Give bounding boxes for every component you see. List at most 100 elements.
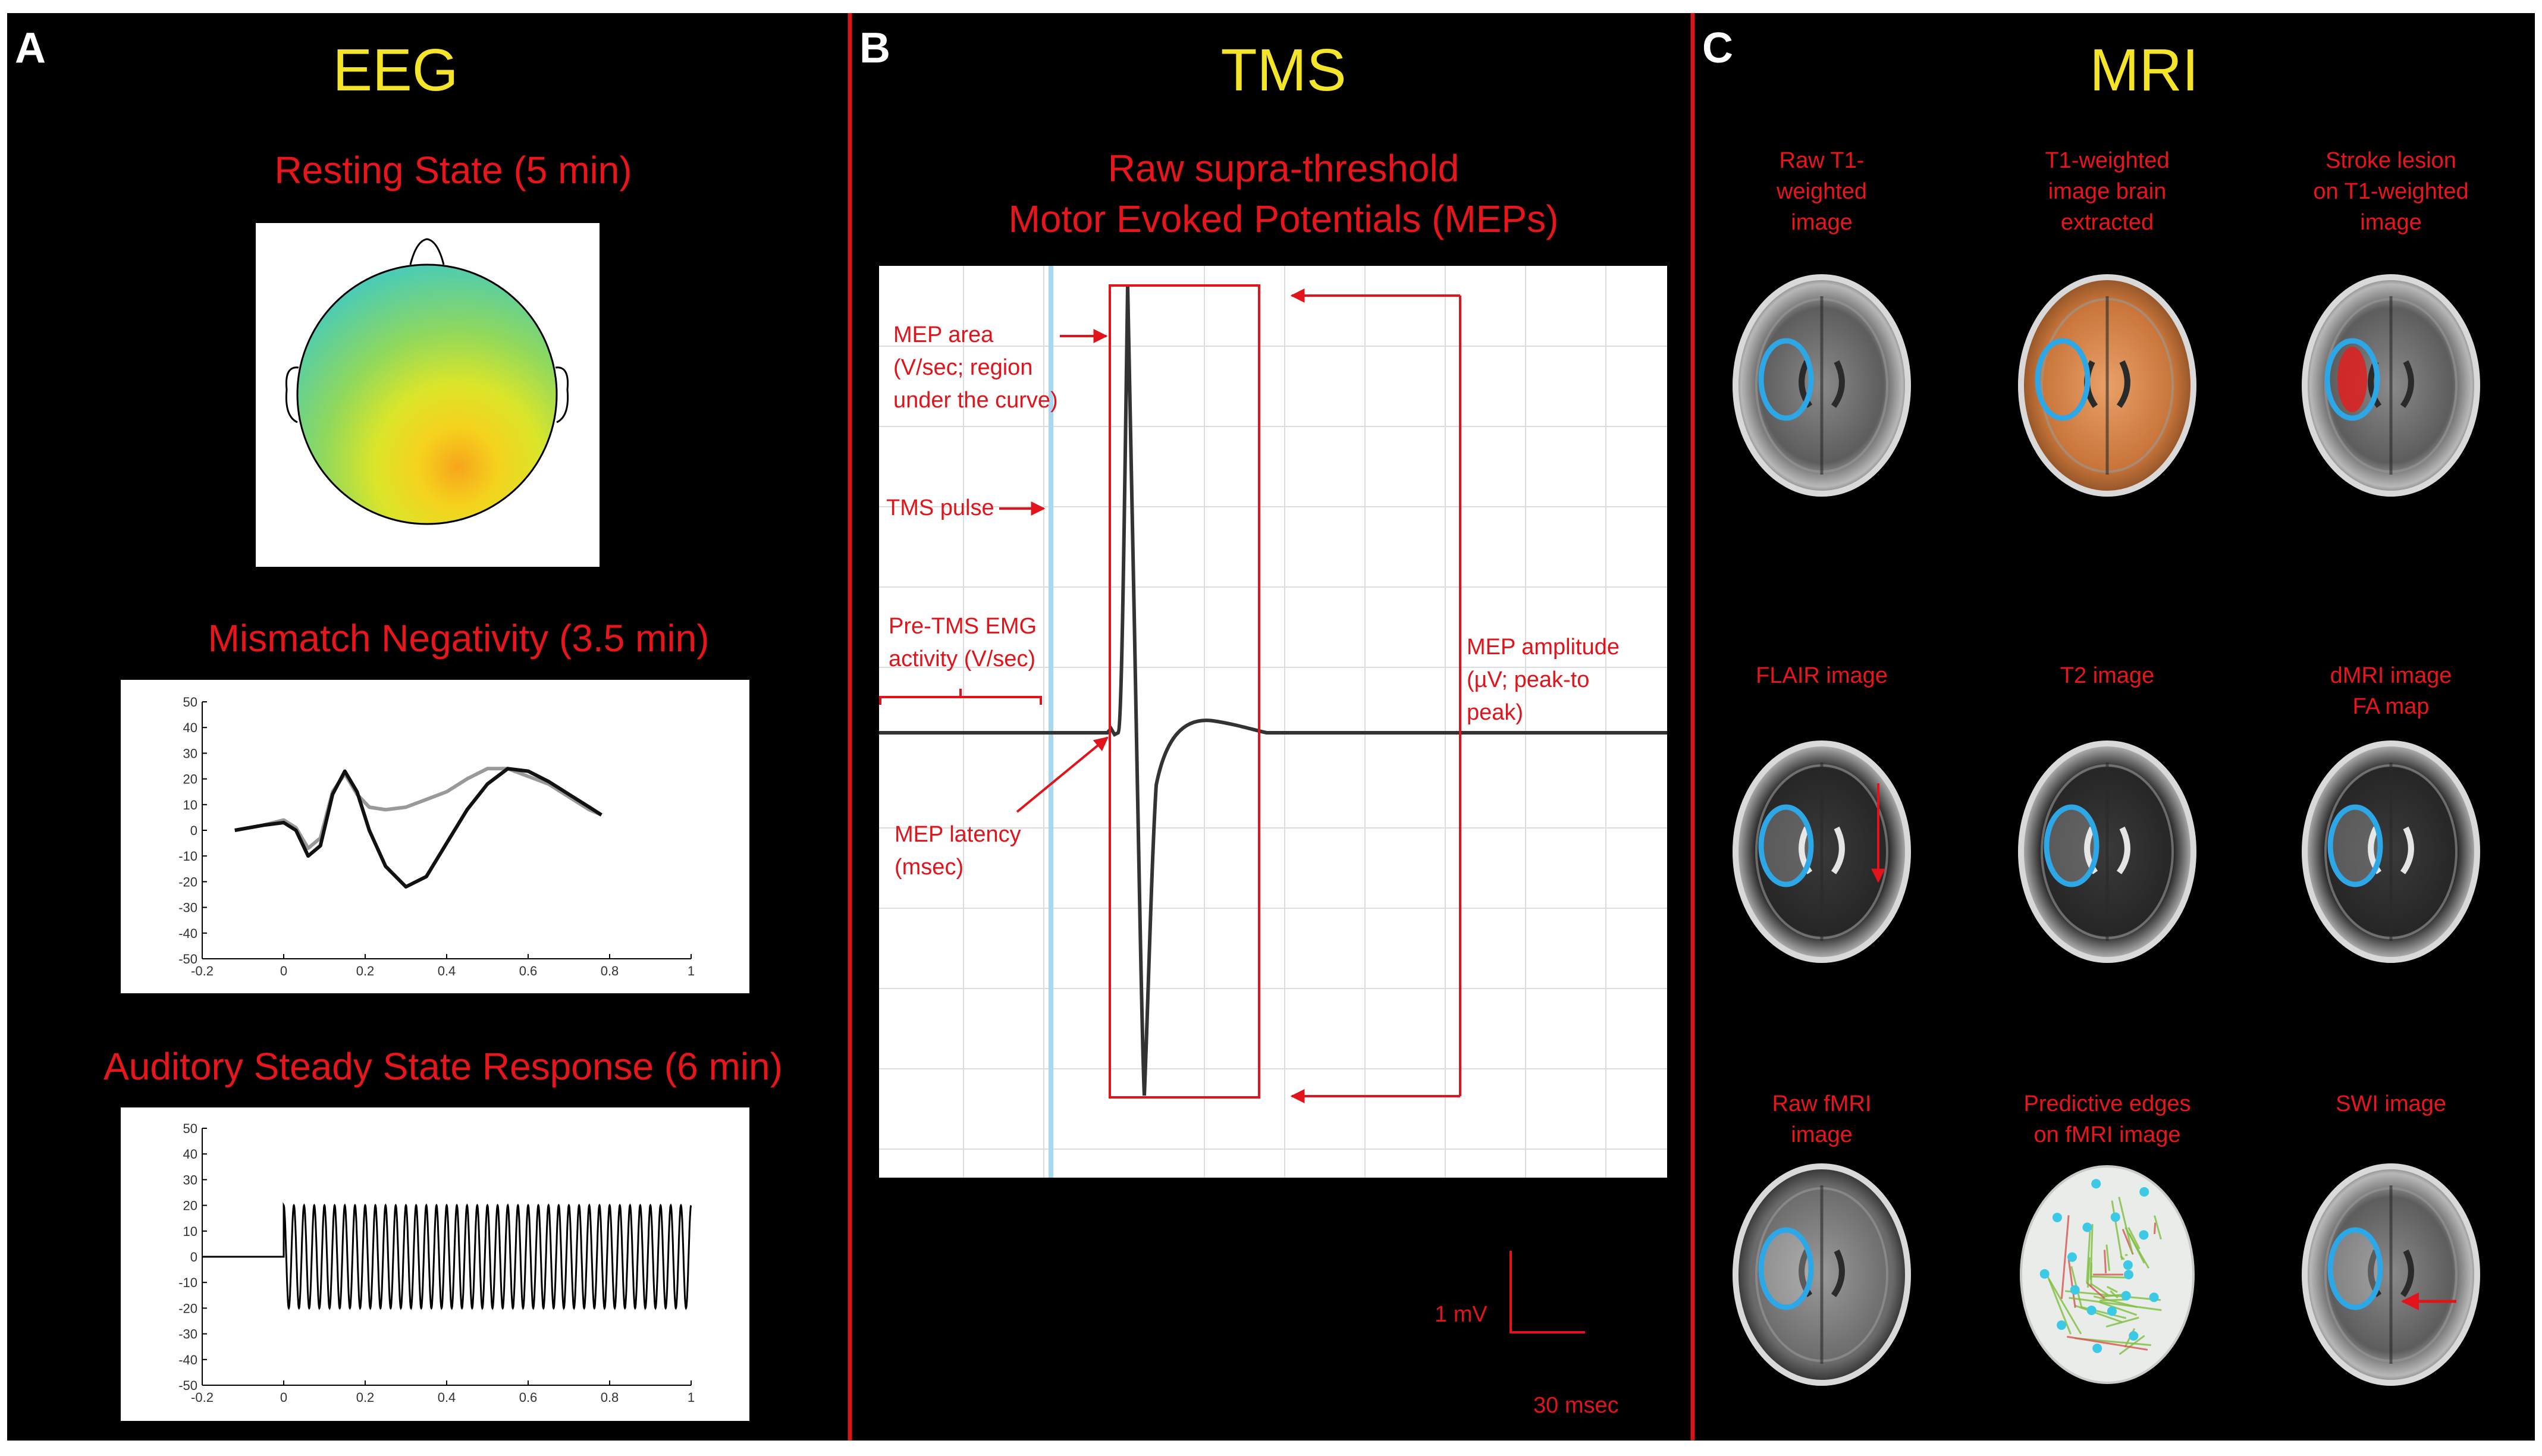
right-ear-icon	[555, 366, 569, 423]
y-tick-label: -20	[178, 1301, 197, 1316]
left-ear-icon	[285, 366, 299, 423]
brain-scan-icon	[2018, 740, 2196, 963]
y-tick-label: 40	[183, 1147, 197, 1162]
mmn-series-line-1	[234, 767, 602, 851]
x-tick-label: 0.6	[519, 1390, 538, 1405]
lesion-highlight-ellipse	[2327, 804, 2383, 887]
mep-trace-plot	[879, 266, 1667, 1178]
assr-series-line	[202, 1202, 692, 1310]
x-tick-label: 1	[688, 1390, 695, 1405]
lesion-highlight-ellipse	[1758, 1227, 1814, 1310]
y-tick-label: -50	[178, 952, 197, 967]
panel-c-title: MRI	[2089, 37, 2198, 103]
ann-area-2: (V/sec; region	[893, 355, 1033, 380]
nose-icon	[409, 238, 445, 265]
x-tick-label: 0	[280, 964, 287, 978]
lesion-highlight-ellipse	[1758, 338, 1814, 421]
panel-letter-b: B	[859, 24, 890, 72]
panel-a-title: EEG	[332, 37, 458, 103]
mri-label-line: T1-weighted	[2045, 148, 2169, 173]
stroke-lesion-mark	[2337, 347, 2367, 412]
resting-state-label: Resting State (5 min)	[274, 149, 632, 192]
scale-voltage: 1 mV	[1435, 1302, 1487, 1327]
y-tick-label: 10	[183, 798, 197, 812]
mri-label-line: FLAIR image	[1756, 663, 1888, 688]
mri-label-line: dMRI image	[2330, 663, 2452, 688]
scale-time: 30 msec	[1533, 1393, 1619, 1418]
x-tick-label: -0.2	[191, 964, 214, 978]
scale-bar: 1 mV 30 msec	[1435, 1251, 1619, 1418]
ann-amp-3: peak)	[1467, 700, 1523, 725]
lesion-highlight-ellipse	[2324, 338, 2380, 421]
y-tick-label: 50	[183, 695, 197, 710]
x-tick-label: 0.8	[601, 964, 619, 978]
ann-area-1: MEP area	[893, 322, 994, 347]
y-tick-label: 40	[183, 720, 197, 735]
assr-label: Auditory Steady State Response (6 min)	[103, 1045, 783, 1088]
brain-scan-icon	[2018, 274, 2196, 497]
mri-label-line: Stroke lesion	[2326, 148, 2456, 173]
x-tick-label: 0.2	[356, 964, 375, 978]
mep-grid	[879, 266, 1667, 1178]
mri-label-line: image	[1791, 1122, 1853, 1147]
mri-image-6: dMRI image FA map	[2302, 663, 2480, 963]
x-tick-label: 0	[280, 1390, 287, 1405]
x-tick-label: 0.8	[601, 1390, 619, 1405]
x-tick-label: 0.2	[356, 1390, 375, 1405]
x-tick-label: 1	[688, 964, 695, 978]
mri-label-line: SWI image	[2336, 1091, 2446, 1116]
brain-scan-icon	[2302, 274, 2480, 497]
mri-image-4: FLAIR image	[1733, 663, 1911, 963]
ann-pulse: TMS pulse	[886, 495, 994, 520]
mri-label-line: image brain	[2048, 179, 2167, 204]
y-tick-label: 20	[183, 772, 197, 787]
eeg-topomap	[256, 223, 600, 567]
y-tick-label: 20	[183, 1198, 197, 1213]
lesion-highlight-ellipse	[2035, 338, 2091, 421]
mri-label-line: image	[1791, 210, 1853, 235]
y-tick-label: -10	[178, 849, 197, 864]
panel-letter-c: C	[1702, 24, 1733, 72]
mep-annotation-text: MEP area (V/sec; region under the curve)…	[886, 322, 1620, 880]
x-tick-label: -0.2	[191, 1390, 214, 1405]
panel-letter-a: A	[15, 24, 46, 72]
mri-image-2: T1-weighted image brain extracted	[2018, 148, 2196, 497]
mri-label-line: Raw fMRI	[1772, 1091, 1872, 1116]
latency-arrow	[1016, 736, 1109, 813]
y-tick-label: 10	[183, 1224, 197, 1239]
scalp-map	[296, 263, 558, 525]
ann-area-3: under the curve)	[893, 388, 1058, 413]
mri-label-line: extracted	[2061, 210, 2154, 235]
y-tick-label: 30	[183, 746, 197, 761]
x-tick-label: 0.6	[519, 964, 538, 978]
mri-image-5: T2 image	[2018, 663, 2196, 963]
mri-label-line: on fMRI image	[2033, 1122, 2180, 1147]
mri-label-line: weighted	[1776, 179, 1867, 204]
mmn-series-line-2	[234, 767, 602, 889]
y-tick-label: 30	[183, 1172, 197, 1187]
mri-label-line: FA map	[2353, 694, 2430, 719]
y-tick-label: -30	[178, 900, 197, 915]
y-tick-label: -10	[178, 1275, 197, 1290]
tms-subtitle-line1: Raw supra-threshold	[1108, 147, 1460, 190]
ann-amp-1: MEP amplitude	[1467, 635, 1620, 660]
ann-latency-1: MEP latency	[895, 822, 1021, 847]
x-tick-label: 0.4	[438, 1390, 456, 1405]
assr-lines	[202, 1202, 692, 1310]
tms-subtitle-line2: Motor Evoked Potentials (MEPs)	[1009, 197, 1559, 240]
ann-pre-1: Pre-TMS EMG	[889, 614, 1037, 639]
brain-scan-icon	[1733, 1163, 1911, 1386]
mep-area-box	[1109, 284, 1260, 1099]
y-tick-label: -40	[178, 926, 197, 941]
mri-label-line: image	[2360, 210, 2422, 235]
y-tick-label: -30	[178, 1327, 197, 1342]
mri-image-9: SWI image	[2302, 1091, 2480, 1386]
